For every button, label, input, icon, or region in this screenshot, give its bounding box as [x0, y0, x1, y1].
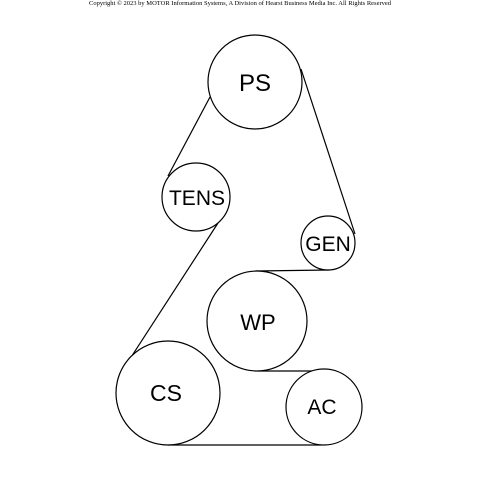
pulley-gen: GEN — [300, 215, 356, 271]
pulley-cs-label: CS — [150, 380, 182, 406]
pulley-ac-label: AC — [307, 396, 336, 419]
drive-belt — [125, 68, 356, 446]
belt-segment-cs-tens — [125, 222, 219, 366]
pulley-ps: PS — [207, 34, 303, 130]
belt-segment-gen-wp — [255, 269, 330, 272]
pulley-gen-circle — [300, 215, 356, 271]
pulley-ac: AC — [285, 368, 363, 446]
pulley-tens: TENS — [161, 162, 231, 232]
pulley-ps-label: PS — [239, 70, 271, 97]
pulley-tens-label: TENS — [169, 187, 225, 210]
pulley-cs-circle — [115, 340, 221, 446]
belt-segment-ps-gen — [300, 68, 356, 235]
pulley-gen-label: GEN — [305, 233, 351, 256]
pulley-wp-circle — [206, 270, 308, 372]
pulley-wp: WP — [206, 270, 308, 372]
pulley-ac-circle — [285, 368, 363, 446]
belt-segment-tens-ps — [167, 96, 211, 177]
pulley-cs: CS — [115, 340, 221, 446]
pulley-ps-circle — [207, 34, 303, 130]
pulley-tens-circle — [161, 162, 231, 232]
copyright-notice: Copyright © 2023 by MOTOR Information Sy… — [89, 0, 391, 7]
pulley-wp-label: WP — [240, 310, 275, 335]
